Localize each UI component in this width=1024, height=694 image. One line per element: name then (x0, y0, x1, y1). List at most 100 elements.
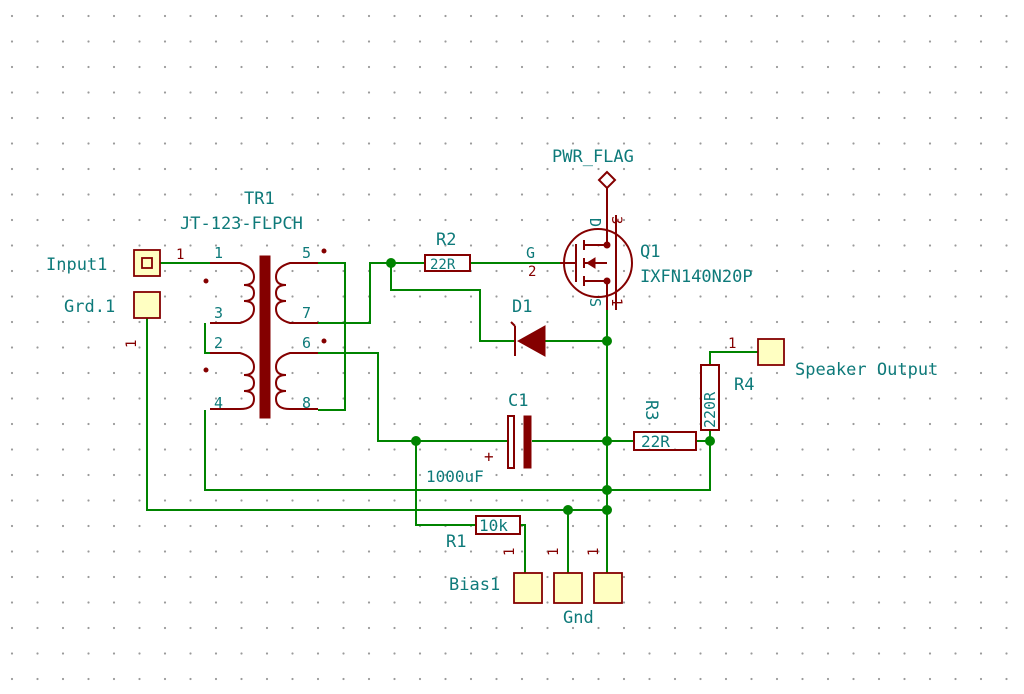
tr1-dot-4 (321, 338, 327, 344)
mosfet-q1[interactable]: PWR_FLAG G 2 3 D S 1 Q1 IXFN140N20P (526, 147, 753, 310)
wire-gate-diode (390, 263, 515, 342)
speaker-pad (757, 338, 785, 366)
input-connector[interactable]: Input1 1 (46, 247, 184, 277)
q1-drain-label: D (586, 218, 604, 227)
r2-body (424, 254, 471, 272)
wire-r4-to-speaker (709, 351, 758, 365)
input-pin-number: 1 (176, 247, 184, 263)
c1-plate-negative (523, 415, 532, 469)
resistor-r4[interactable]: 220R R4 (700, 364, 754, 431)
tr1-ref: TR1 (244, 189, 275, 209)
r1-ref: R1 (446, 532, 466, 552)
r2-value: 22R (430, 257, 456, 273)
tr1-secondary-top (274, 262, 318, 324)
c1-plate-positive (507, 415, 515, 469)
wire-r1-to-bias (520, 524, 526, 575)
tr1-pin-4: 4 (214, 394, 223, 412)
r4-body (700, 364, 720, 431)
junction-gate (386, 258, 396, 268)
c1-plus: + (484, 447, 494, 466)
tr1-pin-7: 7 (302, 304, 311, 322)
wire-tr1-pin6-to-c1 (318, 352, 508, 442)
junction-c1-rail (602, 436, 612, 446)
tr1-pin-6: 6 (302, 334, 311, 352)
capacitor-c1[interactable]: C1 + 1000uF (426, 391, 532, 486)
gnd-label: Gnd (563, 608, 594, 628)
wire-grd-down (146, 318, 608, 511)
d1-cathode (510, 321, 516, 356)
tr1-pin-8: 8 (302, 394, 311, 412)
pwr-flag-label: PWR_FLAG (552, 147, 634, 167)
resistor-r1[interactable]: 10k R1 (446, 515, 521, 552)
tr1-primary-bottom (210, 352, 256, 410)
wire-tr1-3-2-link (204, 323, 210, 354)
speaker-output-connector[interactable]: 1 Speaker Output (728, 336, 938, 380)
junction-bias (411, 436, 421, 446)
grid-dots (10, 14, 1008, 681)
wire-tr1-pin5 (310, 262, 346, 411)
grd-pin-number: 1 (124, 340, 140, 348)
r2-ref: R2 (436, 230, 456, 250)
tr1-pin-1: 1 (214, 244, 223, 262)
gnd-pad-a (553, 572, 583, 604)
r4-ref: R4 (734, 375, 754, 395)
r4-value: 220R (701, 391, 719, 428)
tr1-core (259, 255, 271, 419)
c1-ref: C1 (508, 391, 528, 411)
junction-return (602, 485, 612, 495)
tr1-pin-5: 5 (302, 244, 311, 262)
junction-r3-r4 (705, 436, 715, 446)
resistor-r3[interactable]: 22R R3 (633, 400, 697, 451)
junctions (386, 258, 715, 515)
resistor-r2[interactable]: R2 22R (424, 230, 471, 273)
junction-gnd-a (563, 505, 573, 515)
diode-d1[interactable]: D1 (510, 297, 546, 357)
speaker-pin: 1 (728, 336, 736, 352)
bias-pin: 1 (502, 548, 518, 556)
d1-ref: D1 (512, 297, 532, 317)
grd-label: Grd.1 (64, 297, 115, 317)
wire-tr1-pin7-to-gate (318, 262, 425, 324)
bias-pad (513, 572, 543, 604)
tr1-pin-3: 3 (214, 304, 223, 322)
gnd-pin-b: 1 (586, 548, 602, 556)
gnd-connector[interactable]: 1 1 Gnd (546, 548, 623, 628)
input-label: Input1 (46, 255, 107, 275)
r1-value: 10k (479, 516, 508, 535)
tr1-dot-1 (203, 278, 209, 284)
q1-ref: Q1 (640, 242, 660, 262)
junction-diode-rail (602, 336, 612, 346)
wire-tr1-pin4-return (204, 410, 711, 491)
d1-body (516, 325, 546, 357)
bias-label: Bias1 (449, 575, 500, 595)
grd-connector[interactable]: Grd.1 1 (64, 291, 161, 348)
r3-ref: R3 (641, 400, 661, 420)
grd-pad (133, 291, 161, 319)
tr1-primary-top (210, 262, 256, 324)
q1-drain-pin: 3 (608, 216, 624, 224)
c1-value: 1000uF (426, 467, 484, 486)
tr1-secondary-bottom (274, 352, 318, 410)
gnd-pad-b (593, 572, 623, 604)
q1-value: IXFN140N20P (640, 267, 753, 287)
gnd-pin-a: 1 (546, 548, 562, 556)
tr1-pin-2: 2 (214, 334, 223, 352)
q1-source-label: S (586, 298, 604, 307)
tr1-value: JT-123-FLPCH (180, 214, 303, 234)
speaker-label: Speaker Output (795, 360, 938, 380)
wires (146, 262, 758, 575)
q1-gate-pin: 2 (528, 264, 536, 280)
r1-body (475, 515, 521, 535)
bias-connector[interactable]: Bias1 1 (449, 548, 543, 604)
q1-source-pin: 1 (608, 298, 624, 306)
r3-value: 22R (641, 432, 670, 451)
q1-gate-label: G (526, 244, 535, 262)
transformer-tr1[interactable]: TR1 JT-123-FLPCH 1 3 2 4 5 7 6 8 (180, 189, 327, 419)
tr1-dot-2 (203, 367, 209, 373)
pwr-flag-symbol (597, 170, 617, 190)
tr1-dot-3 (321, 248, 327, 254)
wire-bias-net (415, 441, 476, 526)
input-pad (133, 249, 161, 277)
r3-body (633, 431, 697, 451)
